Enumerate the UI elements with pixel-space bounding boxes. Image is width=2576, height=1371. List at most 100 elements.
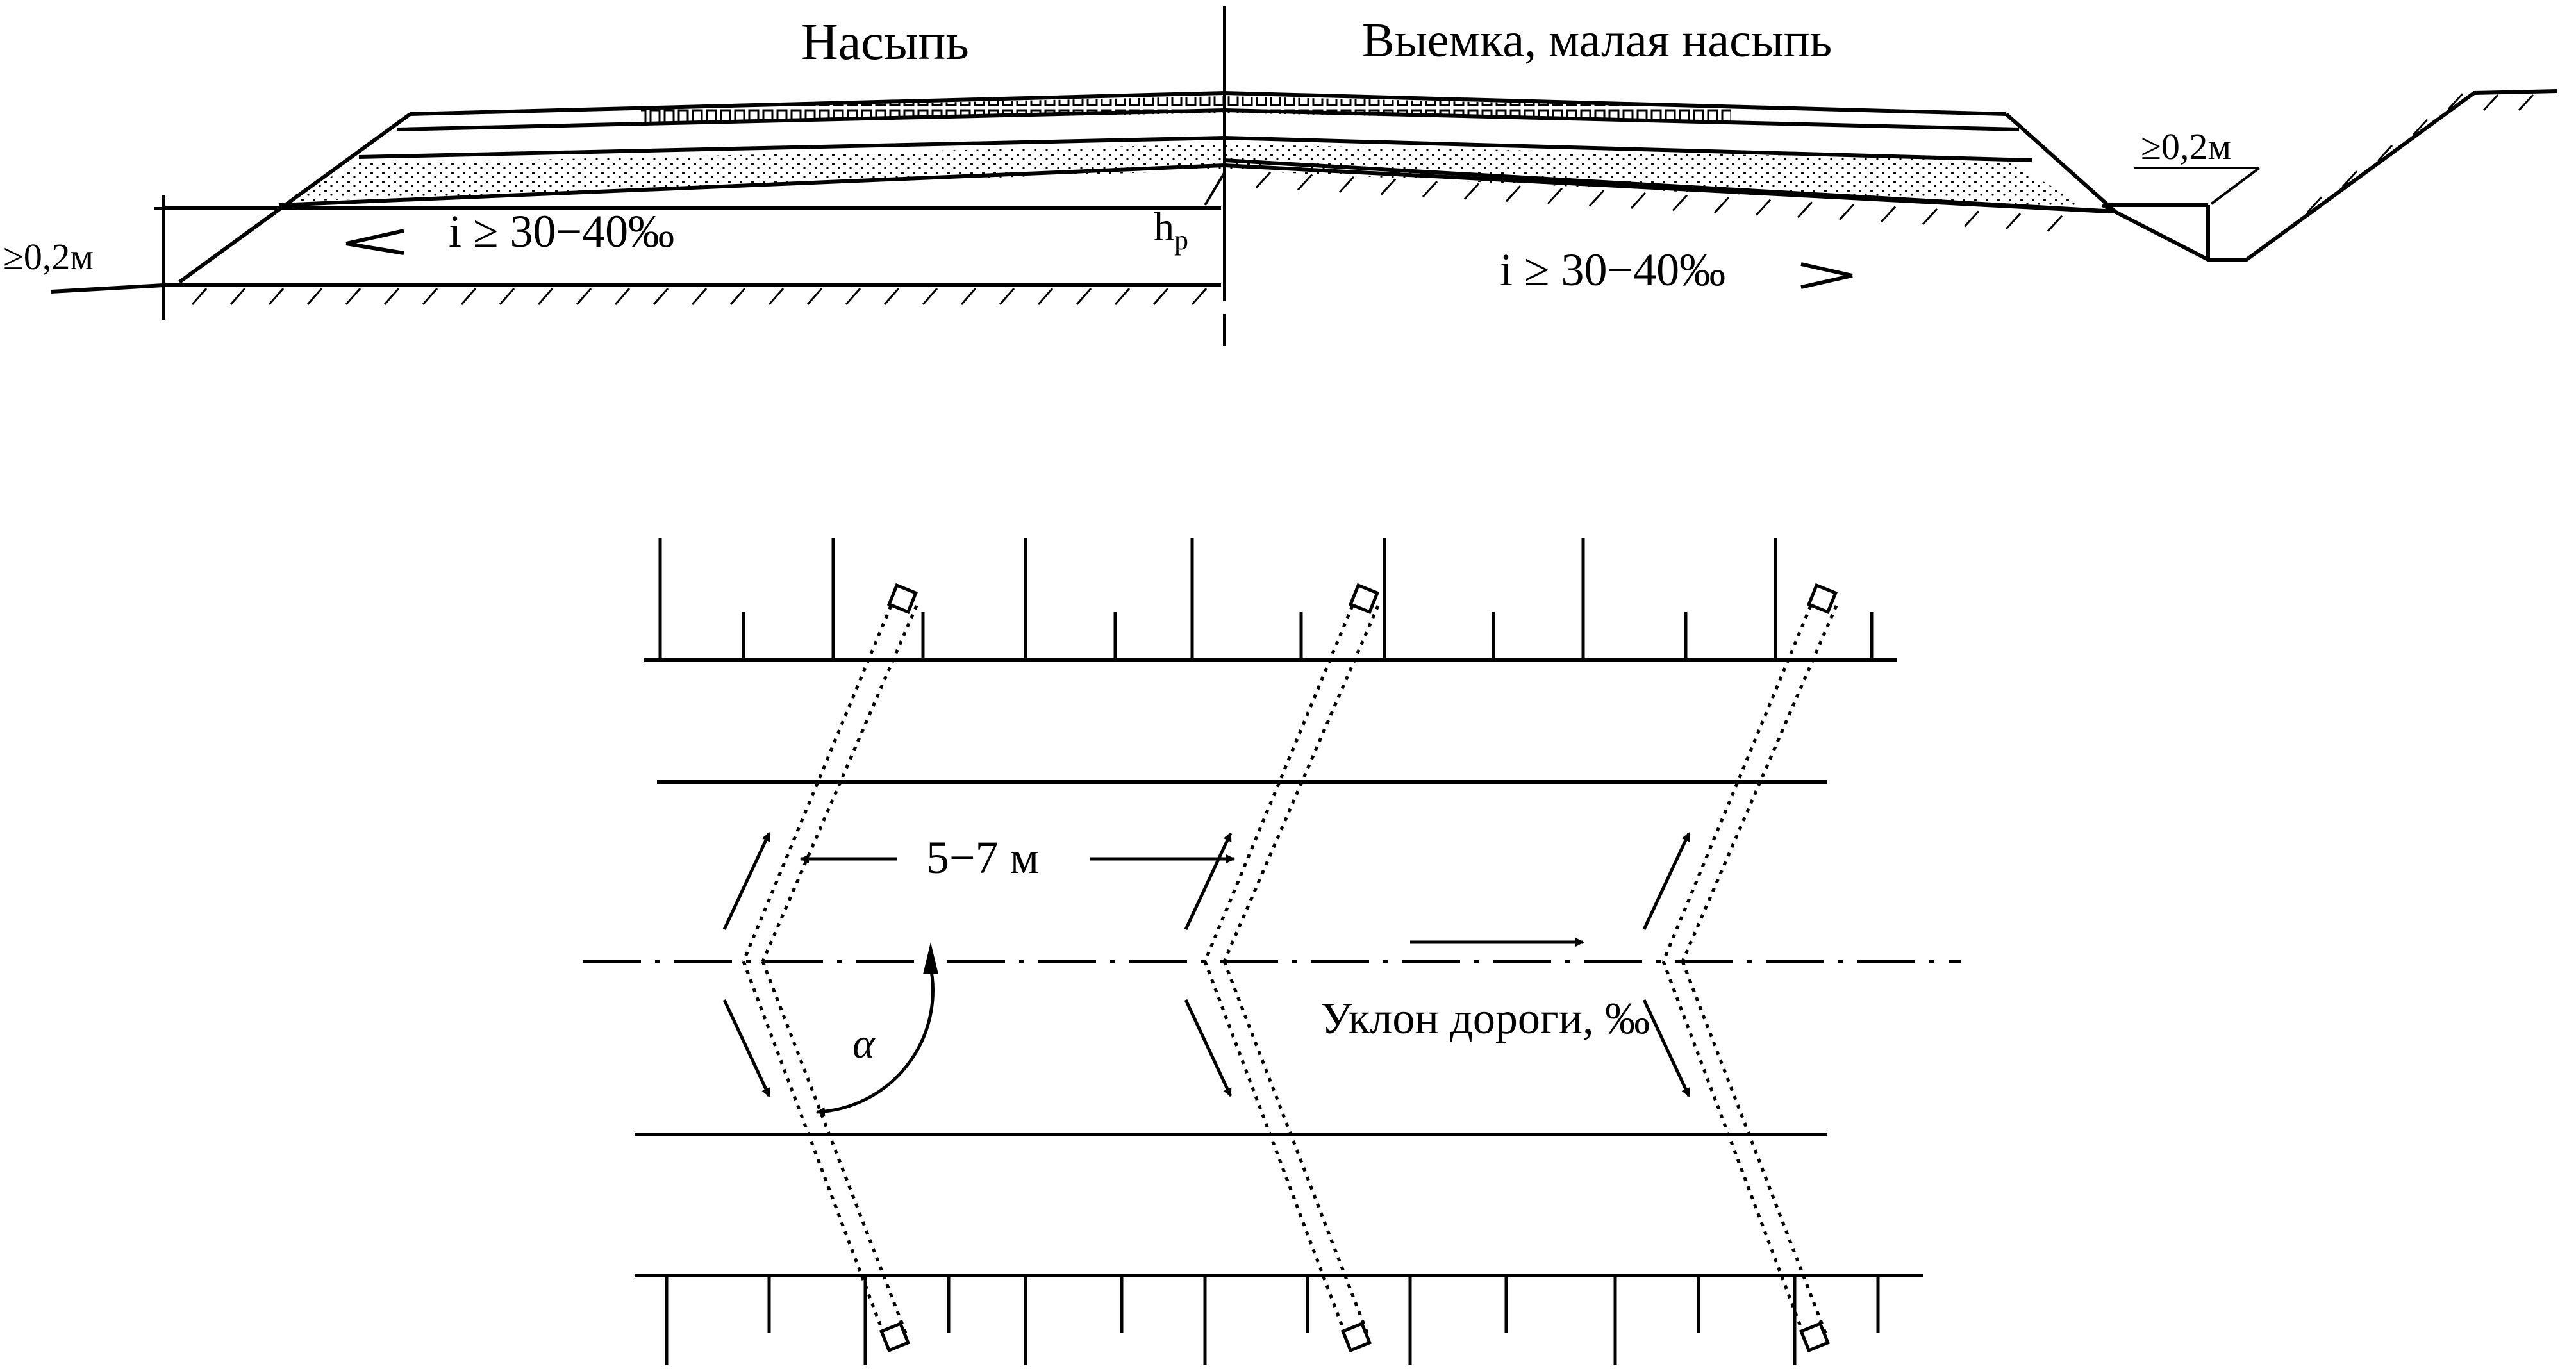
flow-arrow [1642, 999, 1691, 1097]
spacing-label: 5−7 м [926, 832, 1039, 883]
flow-arrow [1184, 832, 1233, 931]
slope-arrow-left [345, 229, 404, 255]
ground-hatch [1547, 187, 1563, 204]
ground-hatch [2447, 93, 2464, 110]
ground-hatch [1152, 288, 1169, 305]
ground-hatch [1880, 206, 1897, 223]
drain-end-top [1348, 583, 1380, 615]
ground-hatch [537, 288, 554, 305]
ground-hatch [691, 288, 708, 305]
drain-lower-line [761, 961, 909, 1337]
angle-label: α [852, 1020, 876, 1067]
ground-hatch [1713, 197, 1730, 214]
plan-view: 5−7 м Уклон дороги, ‰ α [583, 538, 1961, 1365]
hp-main: h [1154, 204, 1174, 249]
ground-hatch [729, 288, 746, 305]
ground-hatch [1338, 176, 1355, 193]
road-slope-label: Уклон дороги, ‰ [1320, 994, 1650, 1043]
depth-label-left: ≥0,2м [3, 236, 94, 278]
hp-label: hр [1154, 204, 1188, 256]
drain-upper-line [761, 605, 918, 962]
ground-hatch [1838, 203, 1855, 220]
ground-hatch [1630, 192, 1647, 209]
ground-hatch [922, 288, 938, 305]
ground-hatch [422, 288, 438, 305]
flow-arrow [1184, 999, 1233, 1097]
drain-end-top [886, 583, 918, 615]
slope-arrow-right [1800, 262, 1853, 289]
ground-hatch [1037, 288, 1054, 305]
ground-hatch [1963, 210, 1980, 228]
ground-hatch [2005, 213, 2022, 230]
ground-hatch [2482, 94, 2499, 112]
flow-arrow [1642, 832, 1691, 931]
hatching-right [1255, 93, 2534, 232]
flow-arrow [722, 832, 771, 931]
ground-hatch [1297, 174, 1313, 191]
drains [742, 605, 1838, 1337]
sand-layer [279, 144, 2096, 212]
posts-top [658, 538, 1874, 660]
depth-label-right: ≥0,2м [2141, 126, 2231, 167]
posts-bottom [665, 1275, 1880, 1365]
slope-label-right: i ≥ 30−40‰ [1500, 244, 1725, 295]
ground-hatch [499, 288, 515, 305]
drain-end-top [1806, 583, 1838, 615]
angle-arc-start-arrow [923, 942, 938, 974]
ground-hatch [883, 288, 900, 305]
ground-hatch [1672, 194, 1688, 212]
ground-hatch [2341, 170, 2358, 188]
ground-hatch [460, 288, 477, 305]
hp-sub: р [1174, 224, 1188, 256]
depth-dimension-left [154, 195, 173, 320]
drain-end-bottom [1799, 1321, 1831, 1353]
ground-hatch [999, 288, 1015, 305]
cross-section: Насыпь Выемка, малая насыпь ≥0,2м ≥0,2м … [3, 6, 2558, 346]
ditch [2101, 89, 2558, 262]
ground-hatch [576, 288, 592, 305]
hatching-left [191, 288, 1208, 305]
ground-hatch [1191, 288, 1208, 305]
ground-hatch [268, 288, 285, 305]
label-excavation: Выемка, малая насыпь [1362, 13, 1832, 67]
angle-arc [816, 961, 935, 1117]
drain-upper-line [1661, 605, 1813, 962]
ground-hatch [1463, 183, 1480, 200]
flow-arrows [722, 832, 1691, 1097]
ground-hatch [1255, 171, 1272, 188]
drain-lower-line [1661, 961, 1806, 1337]
road-lines [635, 658, 1923, 1277]
ground-hatch [1422, 181, 1438, 198]
drain-upper-line [1681, 605, 1838, 962]
ground-hatch [229, 288, 246, 305]
ground-hatch [1755, 199, 1772, 216]
ground-hatch [652, 288, 669, 305]
drain-upper-line [1222, 605, 1380, 962]
ground-hatch [2377, 144, 2393, 162]
ground-hatch [345, 288, 361, 305]
slope-label-left: i ≥ 30−40‰ [449, 206, 674, 257]
ground-hatch [383, 288, 400, 305]
ground-hatch [1797, 201, 1813, 219]
drain-upper-line [1203, 605, 1354, 962]
ground-hatch [1505, 185, 1522, 203]
ground-left [51, 206, 1221, 294]
ground-hatch [768, 288, 785, 305]
drain-end-bottom [1340, 1321, 1372, 1353]
drain-ends [879, 583, 1838, 1353]
ground-hatch [614, 288, 631, 305]
drain-upper-line [742, 605, 893, 962]
ground-hatch [191, 288, 208, 305]
ground-hatch [2412, 119, 2429, 136]
ground-hatch [306, 288, 323, 305]
ground-hatch [1588, 190, 1605, 207]
ground-hatch [806, 288, 823, 305]
ground-hatch [1114, 288, 1131, 305]
depth-dimension-right [2134, 167, 2261, 205]
ground-hatch [845, 288, 861, 305]
ground-hatch [2306, 196, 2323, 213]
drain-lower-line [1681, 961, 1829, 1337]
ground-hatch [1380, 178, 1397, 195]
